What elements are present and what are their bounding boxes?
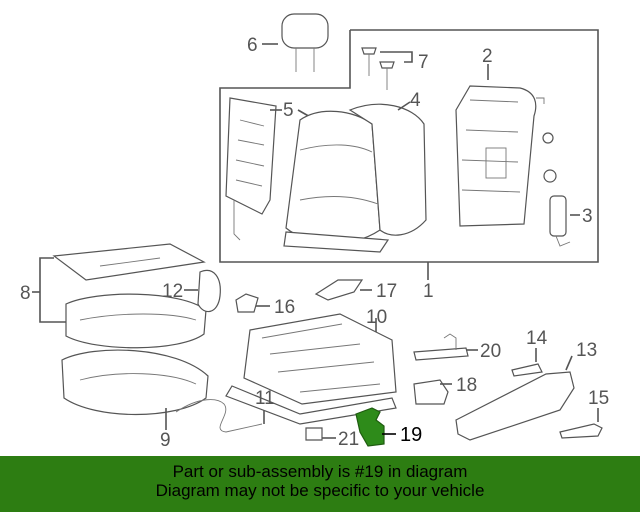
callout-18: 18 <box>456 375 477 396</box>
callout-14: 14 <box>526 328 548 349</box>
upper-assembly-frame <box>219 29 599 263</box>
cover-part-18 <box>413 379 449 405</box>
callout-8: 8 <box>20 283 31 304</box>
callout-11: 11 <box>255 388 275 409</box>
callout-2: 2 <box>482 46 493 67</box>
callout-17: 17 <box>376 281 397 302</box>
seatback-panel-part <box>225 97 277 241</box>
callout-12: 12 <box>162 281 183 302</box>
callout-9: 9 <box>160 430 171 451</box>
seatback-frame-part <box>455 85 557 227</box>
part-info-line: Part or sub-assembly is #19 in diagram <box>172 462 468 481</box>
seatback-cover-part <box>283 103 427 253</box>
headrest-part <box>281 13 329 72</box>
callout-7-leader <box>380 51 413 63</box>
callout-13-leader <box>565 355 573 371</box>
callout-13: 13 <box>576 340 597 361</box>
part-info-banner: Part or sub-assembly is #19 in diagram D… <box>0 456 640 512</box>
callout-15: 15 <box>588 388 609 409</box>
knob-part <box>511 363 543 377</box>
cover-cap-part <box>197 269 221 313</box>
callout-10: 10 <box>366 307 387 328</box>
callout-1: 1 <box>423 281 434 302</box>
cushion-part <box>52 243 209 416</box>
side-shield-part <box>455 371 575 441</box>
diagram-disclaimer: Diagram may not be specific to your vehi… <box>155 481 485 500</box>
callout-20: 20 <box>480 341 501 362</box>
rod-part <box>413 347 469 361</box>
fastener-part <box>361 47 395 90</box>
callout-4: 4 <box>410 90 421 111</box>
highlighted-part-19[interactable] <box>355 407 385 447</box>
side-airbag-part <box>549 195 571 247</box>
callout-3: 3 <box>582 206 593 227</box>
callout-16: 16 <box>274 297 295 318</box>
callout-7: 7 <box>418 52 429 73</box>
bracket-part <box>314 279 364 301</box>
wire-part <box>175 399 263 433</box>
callout-19[interactable]: 19 <box>400 424 422 446</box>
clip-part <box>235 293 259 313</box>
callout-5: 5 <box>283 100 294 121</box>
seat-parts-diagram: 1 2 3 4 5 6 7 8 9 10 11 12 13 14 15 16 1… <box>20 13 609 451</box>
callout-21: 21 <box>338 429 359 450</box>
lever-part <box>559 423 603 439</box>
seat-frame-part <box>225 313 397 425</box>
callout-6: 6 <box>247 35 258 56</box>
cushion-bracket <box>39 257 66 323</box>
callout-4-leader <box>397 101 411 111</box>
latch-part <box>305 427 323 441</box>
